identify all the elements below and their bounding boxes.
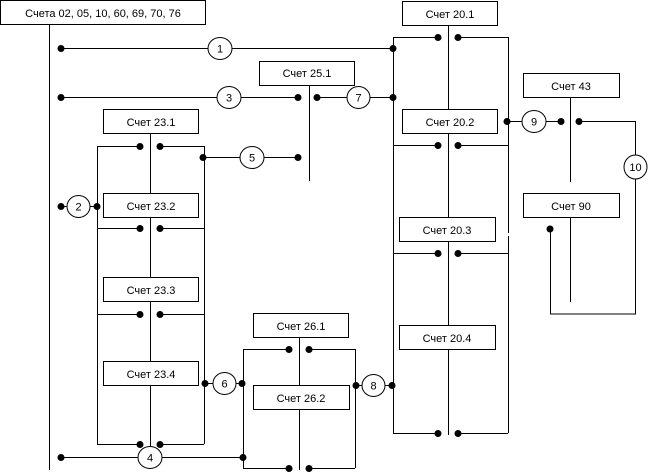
account-box-23-2[interactable]: Счет 23.2 [103, 193, 199, 218]
dot [57, 94, 65, 101]
dot [294, 94, 302, 101]
dot [285, 465, 293, 472]
dot [546, 225, 554, 233]
account-label: Счет 23.3 [127, 285, 176, 297]
account-box-26-2[interactable]: Счет 26.2 [253, 385, 350, 410]
group-26-frame [243, 349, 356, 469]
account-label: Счет 23.4 [127, 369, 176, 381]
flow-node-label: 5 [249, 153, 255, 165]
flow-node-label: 1 [217, 44, 223, 56]
flow-node-label: 4 [147, 453, 153, 465]
account-box-90[interactable]: Счет 90 [523, 193, 620, 218]
account-box-20-1[interactable]: Счет 20.1 [402, 1, 498, 26]
flow-node-6[interactable]: 6 [212, 372, 237, 395]
dot [156, 441, 164, 448]
dot [434, 34, 442, 41]
flow-node-8[interactable]: 8 [361, 374, 386, 397]
account-label: Счет 20.4 [423, 333, 472, 345]
account-label: Счет 23.1 [127, 117, 176, 129]
dot [201, 380, 209, 387]
dot [557, 118, 565, 125]
account-label: Счет 23.2 [127, 201, 176, 213]
dot [136, 143, 144, 150]
account-label: Счет 43 [551, 81, 591, 93]
flow-node-label: 7 [355, 93, 361, 105]
account-box-23-4[interactable]: Счет 23.4 [103, 361, 199, 386]
dot [57, 203, 65, 210]
account-label: Счет 26.1 [277, 321, 326, 333]
dot [434, 142, 442, 149]
flow-node-9[interactable]: 9 [521, 110, 547, 133]
account-box-26-1[interactable]: Счет 26.1 [253, 313, 349, 338]
dot [294, 154, 302, 161]
flow-node-2[interactable]: 2 [66, 195, 91, 218]
dot [454, 34, 462, 41]
dot [57, 454, 65, 461]
dot [239, 454, 247, 461]
dot [389, 94, 397, 101]
account-label: Счета 02, 05, 10, 60, 69, 70, 76 [25, 8, 181, 20]
account-box-sources[interactable]: Счета 02, 05, 10, 60, 69, 70, 76 [0, 0, 206, 25]
account-label: Счет 20.2 [426, 117, 475, 129]
dot [454, 250, 462, 257]
dot [136, 225, 144, 232]
flow-node-4[interactable]: 4 [137, 446, 163, 469]
dot [238, 380, 246, 387]
flow-node-label: 8 [370, 381, 376, 393]
account-label: Счет 20.1 [426, 9, 475, 21]
dot [305, 465, 313, 472]
dot [199, 154, 207, 161]
flow-node-5[interactable]: 5 [239, 146, 265, 169]
dot [93, 203, 101, 210]
dot [454, 430, 462, 437]
dot [156, 143, 164, 150]
account-box-23-1[interactable]: Счет 23.1 [103, 109, 199, 134]
flow-nodes: 1 2 3 4 5 6 7 8 [66, 37, 648, 469]
dot [136, 311, 144, 318]
account-label: Счет 26.2 [277, 393, 326, 405]
account-box-23-3[interactable]: Счет 23.3 [103, 277, 199, 302]
dot [454, 142, 462, 149]
group-23-frame [97, 146, 205, 445]
flow-node-10[interactable]: 10 [623, 154, 648, 180]
dot [305, 346, 313, 353]
account-box-25-1[interactable]: Счет 25.1 [259, 61, 355, 86]
dot [388, 382, 396, 389]
dot [57, 45, 65, 52]
flow-node-label: 6 [221, 379, 227, 391]
dot [156, 225, 164, 232]
account-label: Счет 20.3 [423, 225, 472, 237]
flow-10-line [550, 121, 636, 315]
account-box-20-3[interactable]: Счет 20.3 [399, 217, 496, 242]
flow-node-label: 10 [629, 162, 641, 174]
dot [434, 250, 442, 257]
account-box-43[interactable]: Счет 43 [523, 73, 620, 98]
dot [503, 118, 511, 125]
flow-node-1[interactable]: 1 [207, 37, 233, 60]
dot [352, 382, 360, 389]
dot [285, 346, 293, 353]
junction-dots [57, 34, 583, 472]
account-box-20-2[interactable]: Счет 20.2 [402, 109, 498, 134]
flow-node-label: 9 [531, 117, 537, 129]
flow-node-label: 3 [226, 93, 232, 105]
account-label: Счет 90 [551, 201, 591, 213]
account-label: Счет 25.1 [283, 68, 332, 80]
dot [156, 311, 164, 318]
dot [434, 430, 442, 437]
dot [313, 94, 321, 101]
account-boxes: Счета 02, 05, 10, 60, 69, 70, 76 Счет 20… [0, 0, 620, 410]
flow-node-label: 2 [75, 202, 81, 214]
account-box-20-4[interactable]: Счет 20.4 [399, 325, 496, 350]
group-20-frame [393, 37, 509, 434]
dot [389, 45, 397, 52]
dot [136, 441, 144, 448]
flow-node-3[interactable]: 3 [216, 86, 242, 109]
dot [575, 118, 583, 125]
flow-node-7[interactable]: 7 [346, 86, 371, 109]
